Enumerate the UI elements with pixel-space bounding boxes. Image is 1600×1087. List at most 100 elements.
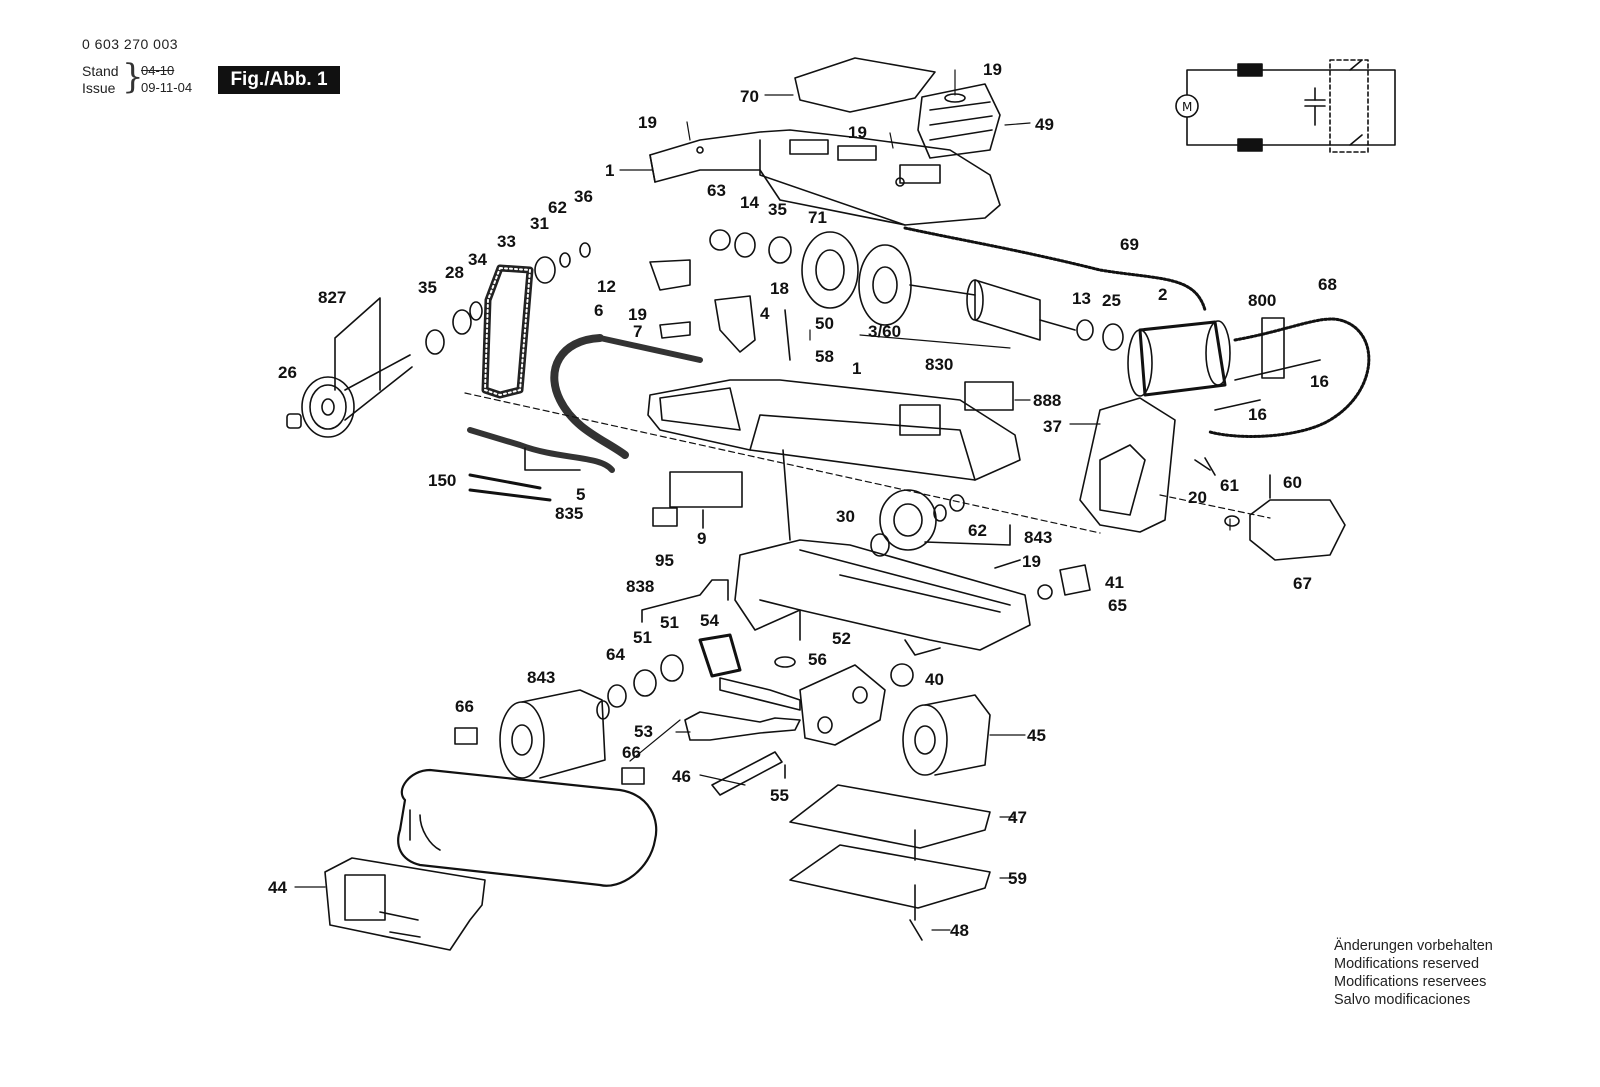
label-95 [652,507,678,527]
callout-68: 68 [1318,275,1337,294]
bracket-827 [334,297,381,391]
pad-66b [621,767,645,785]
callout-19: 19 [1022,552,1041,571]
bracket-52 [799,664,886,746]
callout-48: 48 [950,921,969,940]
screw-19 [994,559,1021,569]
svg-text:M: M [1182,100,1192,114]
callout-37: 37 [1043,417,1062,436]
callout-34: 34 [468,250,487,269]
callout-66: 66 [622,743,641,762]
switch-4 [714,295,756,353]
platen-59 [789,844,991,909]
callout-52: 52 [832,629,851,648]
nut-56 [774,656,796,668]
callout-58: 58 [815,347,834,366]
callout-59: 59 [1008,869,1027,888]
callout-44: 44 [268,878,287,897]
circuit-schematic: M [1175,59,1396,153]
callout-3-60: 3/60 [868,322,901,341]
callout-6: 6 [594,301,603,320]
callout-95: 95 [655,551,674,570]
callout-45: 45 [1027,726,1046,745]
callout-30: 30 [836,507,855,526]
callout-71: 71 [808,208,827,227]
rear-roller-45 [902,694,991,776]
pad-66a [454,727,478,745]
callout-12: 12 [597,277,616,296]
dust-adapter-44 [324,857,486,951]
callout-835: 835 [555,504,583,523]
callout-41: 41 [1105,573,1124,592]
callout-19: 19 [638,113,657,132]
pin-46 [711,751,783,796]
callout-46: 46 [672,767,691,786]
callout-labels: 19 70 49 19 19 1 63 14 35 71 69 36 62 31… [268,60,1337,940]
stand-value: 04-10 [141,63,175,78]
cap-49 [917,83,1001,159]
field-stator-2 [1127,320,1231,397]
callout-20: 20 [1188,488,1207,507]
callout-47: 47 [1008,808,1027,827]
callout-62: 62 [548,198,567,217]
issue-label: Issue [82,80,116,96]
callout-56: 56 [808,650,827,669]
callout-53: 53 [634,722,653,741]
callout-63: 63 [707,181,726,200]
callout-827: 827 [318,288,346,307]
callout-70: 70 [740,87,759,106]
callout-838: 838 [626,577,654,596]
nut-61 [1224,515,1240,527]
washer-64 [607,684,627,708]
callout-800: 800 [1248,291,1276,310]
cover-67 [1249,499,1346,561]
belt-33 [481,264,534,399]
callout-55: 55 [770,786,789,805]
drive-gear-26 [286,354,413,438]
screw-20 [1194,457,1216,476]
connectors-16 [1214,359,1321,411]
gear-30 [870,489,965,557]
platen-47 [789,784,991,849]
callout-50: 50 [815,314,834,333]
callout-888: 888 [1033,391,1061,410]
callout-150: 150 [428,471,456,490]
callout-1: 1 [605,161,614,180]
callout-36: 36 [574,187,593,206]
power-cable [550,334,629,459]
callout-28: 28 [445,263,464,282]
callout-19: 19 [628,305,647,324]
washer-65 [1037,584,1053,600]
clip-7 [659,321,691,339]
label-800 [1261,317,1285,379]
callout-843: 843 [1024,528,1052,547]
callout-35: 35 [418,278,437,297]
figure-badge: Fig./Abb. 1 [218,66,340,94]
callout-33: 33 [497,232,516,251]
callout-13: 13 [1072,289,1091,308]
screw-48 [909,919,923,941]
callout-5: 5 [576,485,585,504]
callout-830: 830 [925,355,953,374]
callout-19: 19 [983,60,1002,79]
callout-67: 67 [1293,574,1312,593]
spring-54 [698,633,742,678]
callout-18: 18 [770,279,789,298]
bushing-51 [633,669,657,697]
callout-4: 4 [760,304,770,323]
callout-843: 843 [527,668,555,687]
modification-notes: Änderungen vorbehalten Modifications res… [1334,937,1493,1009]
callout-2: 2 [1158,285,1167,304]
callout-66: 66 [455,697,474,716]
knob-41 [1059,564,1091,596]
screw-50 [784,309,791,361]
motor-housing [647,379,1021,481]
brace-glyph: } [122,57,144,97]
note-line: Modifications reserved [1334,956,1480,972]
wire-68 [1208,317,1371,438]
callout-51: 51 [660,613,679,632]
callout-51: 51 [633,628,652,647]
callout-49: 49 [1035,115,1054,134]
